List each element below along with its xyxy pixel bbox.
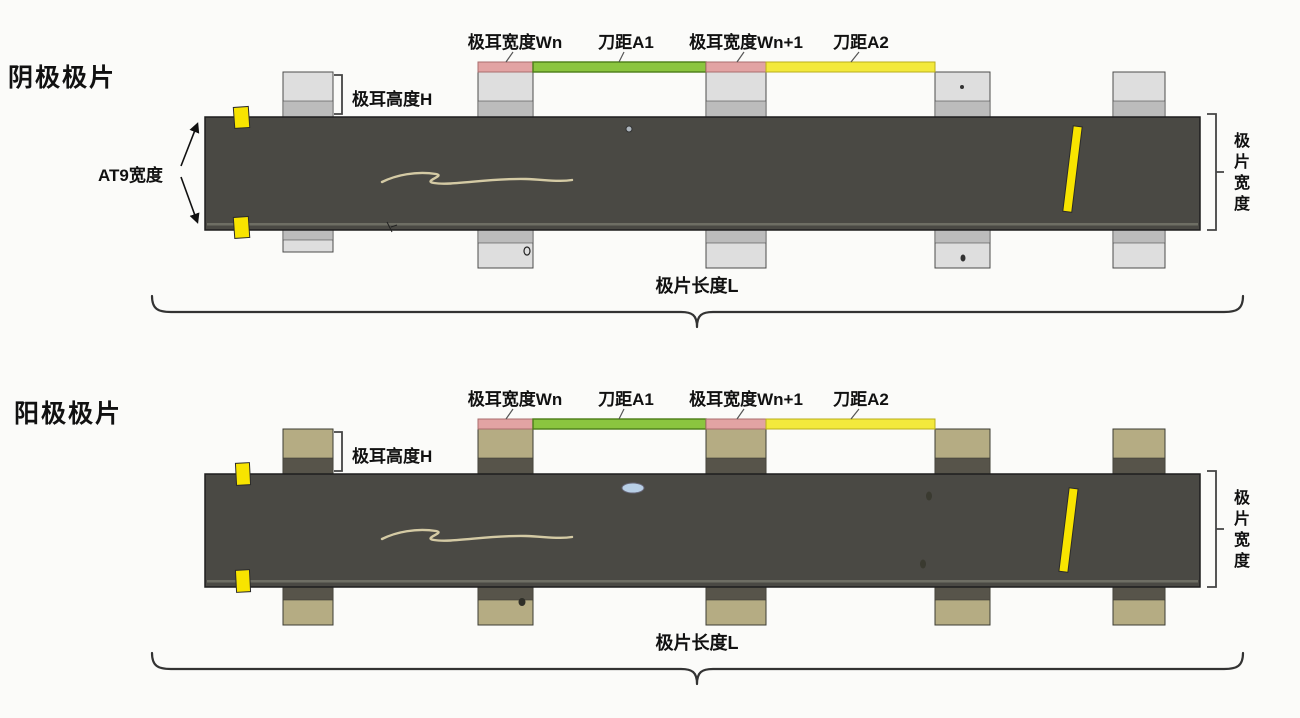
knife-pitch-a1-bar (532, 61, 707, 73)
leader-line (505, 51, 514, 63)
electrode-tab-band (705, 100, 767, 118)
defect-mark (960, 85, 964, 89)
cathode-title: 阴极极片 (8, 64, 117, 92)
cathode-label-at9-width: AT9宽度 (98, 166, 163, 185)
cathode-label-knife-pitch-a2: 刀距A2 (833, 33, 889, 52)
electrode-tab-band (477, 586, 534, 601)
strip-edge-line (207, 580, 1198, 583)
defect-mark (926, 491, 932, 501)
anode-label-sheet-length: 极片长度L (655, 633, 739, 653)
defect-mark (625, 125, 633, 133)
anode-label-sheet-width: 极片宽度 (1231, 489, 1248, 573)
electrode-tab-band (282, 100, 334, 118)
electrode-tab-band (934, 586, 991, 601)
electrode-tab-band (705, 457, 767, 475)
leader-line (850, 408, 860, 420)
cathode-diagram (150, 51, 1245, 329)
knife-pitch-a2-bar (765, 61, 936, 73)
at9-arrow-top (180, 122, 200, 167)
defect-mark (518, 598, 526, 606)
tab-height-bracket (334, 74, 343, 115)
defect-mark (920, 559, 926, 569)
knife-pitch-a2-bar (765, 418, 936, 430)
electrode-tab-band (1112, 457, 1166, 475)
tab-width-wn1-bar (705, 61, 767, 73)
anode-label-tab-height: 极耳高度H (352, 447, 433, 466)
electrode-tab-band (1112, 229, 1166, 244)
anode-label-tab-width-wn1: 极耳宽度Wn+1 (689, 390, 803, 409)
tape-marker (234, 462, 252, 486)
electrode-tab-band (282, 229, 334, 241)
sheet-width-bracket (1207, 470, 1224, 588)
at9-tape-marker (232, 215, 251, 239)
splice-tape-marker (1058, 487, 1079, 573)
anode-diagram (150, 408, 1245, 686)
electrode-tab-band (477, 100, 534, 118)
electrode-tab-band (1112, 586, 1166, 601)
electrode-tab-band (1112, 100, 1166, 118)
sheet-length-brace (150, 294, 1245, 329)
leader-line (736, 408, 745, 420)
leader-line (850, 51, 860, 63)
electrode-tab-band (934, 457, 991, 475)
tab-height-bracket (334, 431, 343, 472)
electrode-tab-band (934, 100, 991, 118)
defect-mark (523, 246, 531, 256)
anode-label-knife-pitch-a1: 刀距A1 (598, 390, 654, 409)
sheet-width-bracket (1207, 113, 1224, 231)
cathode-label-knife-pitch-a1: 刀距A1 (598, 33, 654, 52)
leader-line (618, 51, 625, 63)
anode-label-tab-width-wn: 极耳宽度Wn (467, 390, 563, 409)
electrode-tab-band (934, 229, 991, 244)
strip-edge-line (207, 223, 1198, 226)
tape-marker (234, 569, 252, 593)
leader-line (618, 408, 625, 420)
electrode-tab-band (282, 586, 334, 601)
anode-bottom-tabs (282, 586, 1166, 626)
scratch-mark (380, 528, 574, 542)
electrode-tab-band (477, 229, 534, 244)
electrode-strip (204, 116, 1201, 231)
scratch-mark (380, 171, 574, 185)
sheet-length-brace (150, 651, 1245, 686)
defect-mark (621, 482, 645, 494)
cathode-label-tab-width-wn1: 极耳宽度Wn+1 (689, 33, 803, 52)
cathode-top-tabs (282, 71, 1166, 118)
tab-width-wn-bar (477, 418, 534, 430)
tab-width-wn-bar (477, 61, 534, 73)
electrode-tab-band (705, 586, 767, 601)
leader-line (505, 408, 514, 420)
cathode-label-tab-height: 极耳高度H (352, 90, 433, 109)
cathode-bottom-tabs (282, 229, 1166, 269)
cathode-label-tab-width-wn: 极耳宽度Wn (467, 33, 563, 52)
electrode-tab-band (477, 457, 534, 475)
leader-line (736, 51, 745, 63)
electrode-tab-band (282, 457, 334, 475)
anode-title: 阳极极片 (14, 400, 123, 428)
cathode-label-sheet-length: 极片长度L (655, 276, 739, 296)
anode-label-knife-pitch-a2: 刀距A2 (833, 390, 889, 409)
defect-mark (960, 254, 966, 262)
defect-mark (386, 221, 398, 233)
at9-arrow-bottom (180, 176, 200, 224)
electrode-strip (204, 473, 1201, 588)
electrode-tab-band (705, 229, 767, 244)
splice-tape-marker (1062, 125, 1083, 213)
cathode-label-sheet-width: 极片宽度 (1231, 132, 1248, 216)
anode-top-tabs (282, 428, 1166, 475)
at9-tape-marker (232, 105, 251, 129)
knife-pitch-a1-bar (532, 418, 707, 430)
tab-width-wn1-bar (705, 418, 767, 430)
